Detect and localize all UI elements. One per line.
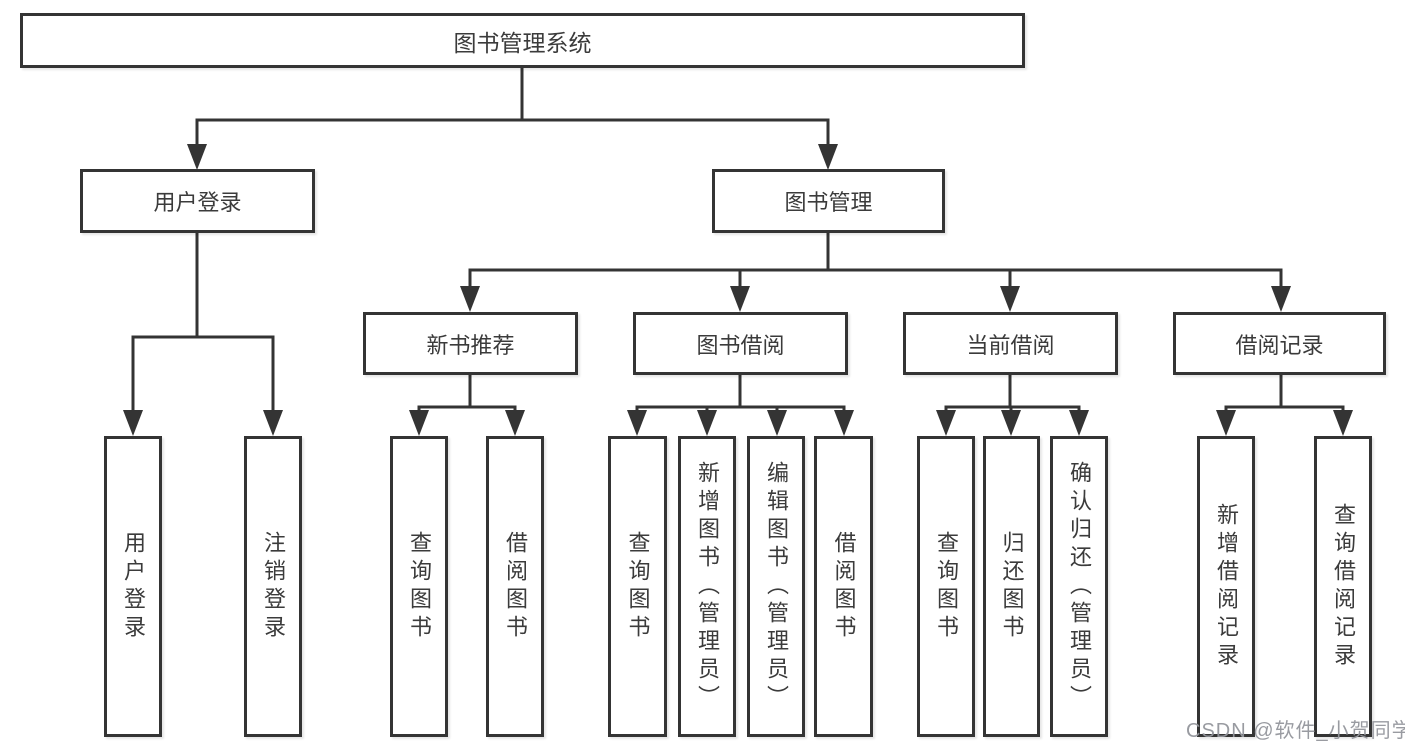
node-leaf-query-borrow-record: 查询借阅记录 (1314, 436, 1372, 737)
node-leaf-query-books-3: 查询图书 (917, 436, 975, 737)
node-library-system: 图书管理系统 (20, 13, 1025, 68)
connector-book-borrow-to-leaves (635, 375, 846, 412)
connector-user-login-to-leaves (131, 233, 275, 412)
node-leaf-return-books: 归还图书 (983, 436, 1040, 737)
node-new-book-recommend: 新书推荐 (363, 312, 578, 375)
csdn-watermark: CSDN @软件_小贺同学 (1186, 720, 1405, 742)
node-leaf-add-borrow-record: 新增借阅记录 (1197, 436, 1255, 737)
node-book-management-branch: 图书管理 (712, 169, 945, 233)
leaf-label: 新增图书（管理员） (695, 460, 720, 713)
arrowhead-icon (1271, 286, 1291, 312)
arrowhead-icon (505, 410, 525, 436)
node-leaf-user-login: 用户登录 (104, 436, 162, 737)
arrowhead-icon (730, 286, 750, 312)
connector-root-to-level2 (195, 68, 830, 148)
node-leaf-query-books-1: 查询图书 (390, 436, 448, 737)
node-leaf-confirm-return-admin: 确认归还（管理员） (1050, 436, 1108, 737)
arrowhead-icon (834, 410, 854, 436)
leaf-label: 确认归还（管理员） (1067, 460, 1092, 713)
leaf-label: 查询图书 (934, 530, 959, 643)
arrowhead-icon (1000, 286, 1020, 312)
node-book-borrowing: 图书借阅 (633, 312, 848, 375)
arrowhead-icon (123, 410, 143, 436)
arrowhead-icon (1069, 410, 1089, 436)
arrowhead-icon (460, 286, 480, 312)
leaf-label: 借阅图书 (503, 530, 528, 643)
arrowhead-icon (263, 410, 283, 436)
node-leaf-logout: 注销登录 (244, 436, 302, 737)
arrowhead-icon (1216, 410, 1236, 436)
leaf-label: 注销登录 (261, 530, 286, 643)
arrowhead-icon (818, 144, 838, 170)
leaf-label: 借阅图书 (831, 530, 857, 643)
node-leaf-borrow-books-1: 借阅图书 (486, 436, 544, 737)
leaf-label: 用户登录 (121, 530, 146, 643)
leaf-label: 新增借阅记录 (1214, 502, 1239, 671)
connector-book-mgmt-to-level3 (468, 233, 1283, 288)
arrowhead-icon (767, 410, 787, 436)
arrowhead-icon (187, 144, 207, 170)
leaf-label: 编辑图书（管理员） (764, 460, 789, 713)
arrowhead-icon (697, 410, 717, 436)
node-leaf-add-books-admin: 新增图书（管理员） (678, 436, 736, 737)
node-leaf-borrow-books-2: 借阅图书 (814, 436, 873, 737)
node-user-login-branch: 用户登录 (80, 169, 315, 233)
connector-current-borrow-to-leaves (944, 375, 1081, 412)
connector-new-book-to-leaves (417, 375, 517, 412)
node-current-borrowing: 当前借阅 (903, 312, 1118, 375)
arrowhead-icon (409, 410, 429, 436)
connector-borrow-record-to-leaves (1224, 375, 1345, 412)
arrowhead-icon (1333, 410, 1353, 436)
arrowhead-icon (627, 410, 647, 436)
arrowhead-icon (936, 410, 956, 436)
arrowhead-icon (1001, 410, 1021, 436)
leaf-label: 查询图书 (625, 530, 651, 643)
node-leaf-query-books-2: 查询图书 (608, 436, 667, 737)
leaf-label: 查询借阅记录 (1331, 502, 1356, 671)
node-borrowing-records: 借阅记录 (1173, 312, 1386, 375)
leaf-label: 归还图书 (999, 530, 1025, 643)
node-leaf-edit-books-admin: 编辑图书（管理员） (747, 436, 805, 737)
leaf-label: 查询图书 (407, 530, 432, 643)
